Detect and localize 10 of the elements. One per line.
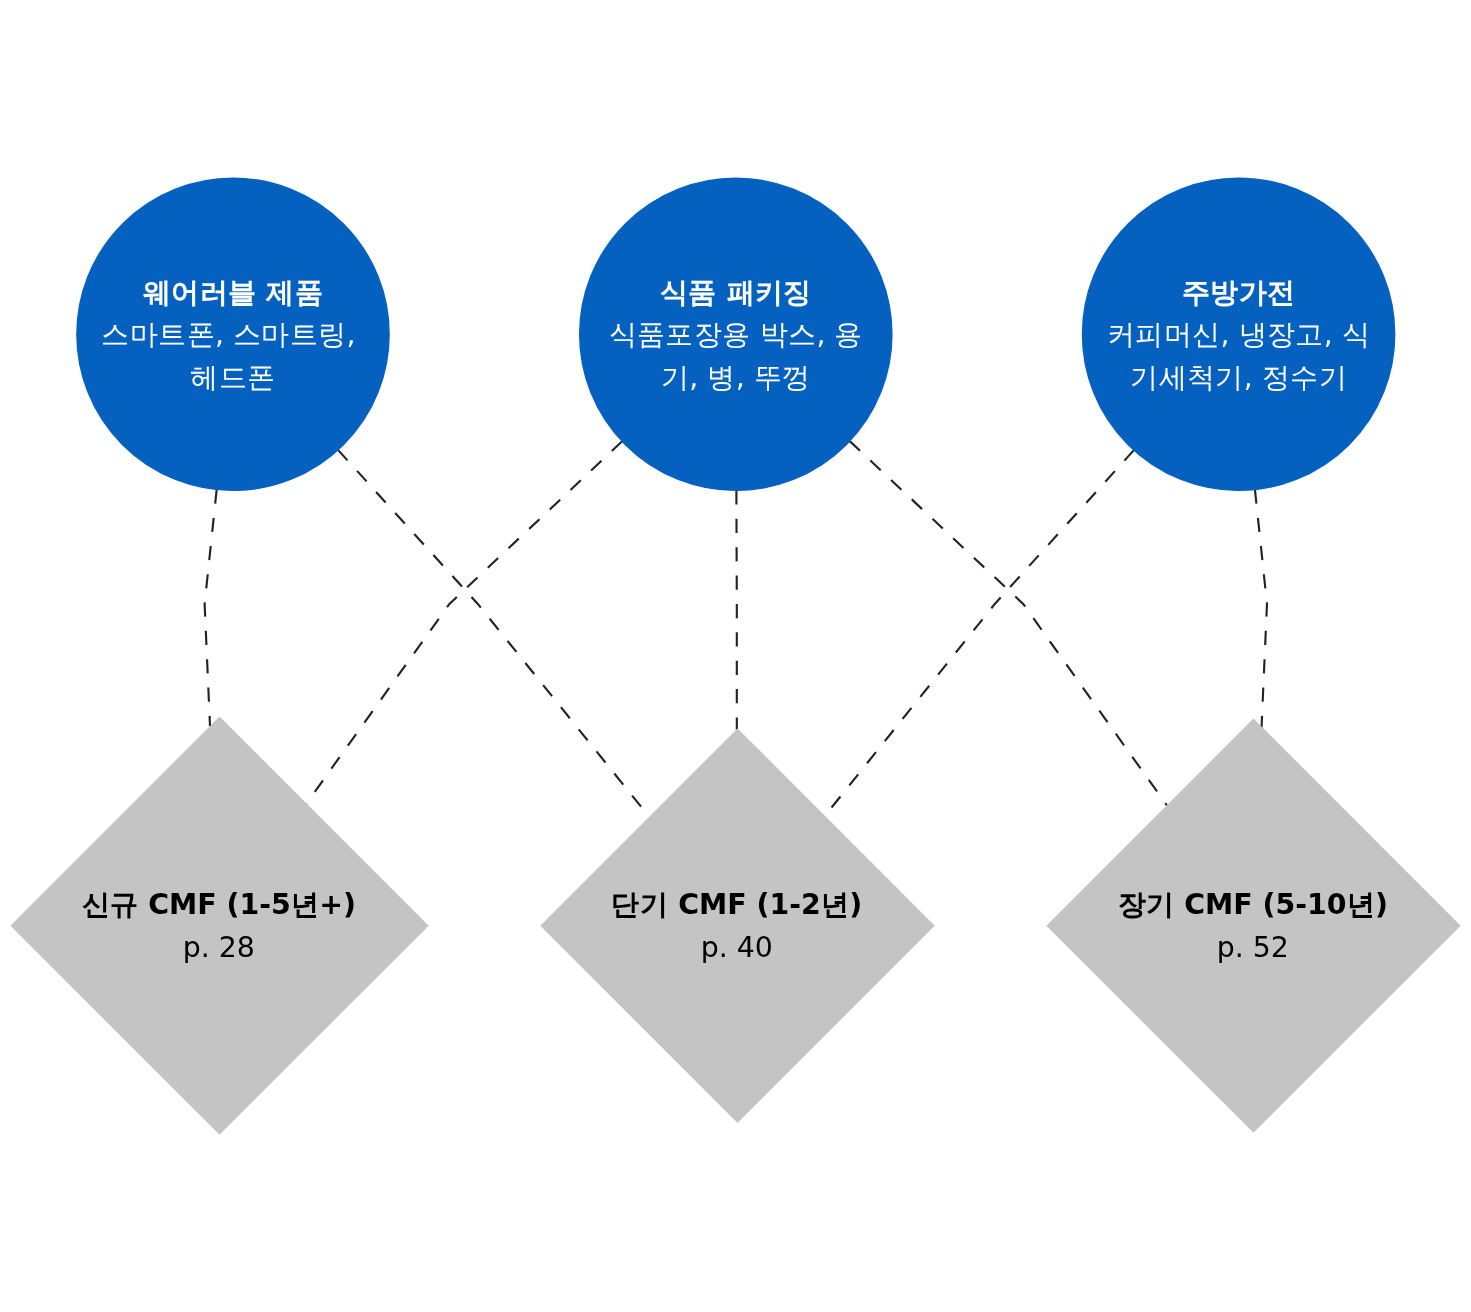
node-circle: 식품 패키징 식품포장용 박스, 용기, 병, 뚜껑 <box>578 177 893 492</box>
node-diamond: 단기 CMF (1-2년) p. 40 <box>540 728 935 1123</box>
node-circle: 웨어러블 제품 스마트폰, 스마트링, 헤드폰 <box>76 177 390 492</box>
node-circle: 주방가전 커피머신, 냉장고, 식기세척기, 정수기 <box>1081 177 1396 492</box>
connector <box>848 440 1168 806</box>
node-diamond: 신규 CMF (1-5년+) p. 28 <box>10 716 429 1135</box>
connector <box>1253 489 1269 729</box>
node-diamond: 장기 CMF (5-10년) p. 52 <box>1046 718 1461 1133</box>
connector <box>203 489 218 727</box>
connector <box>735 490 738 730</box>
